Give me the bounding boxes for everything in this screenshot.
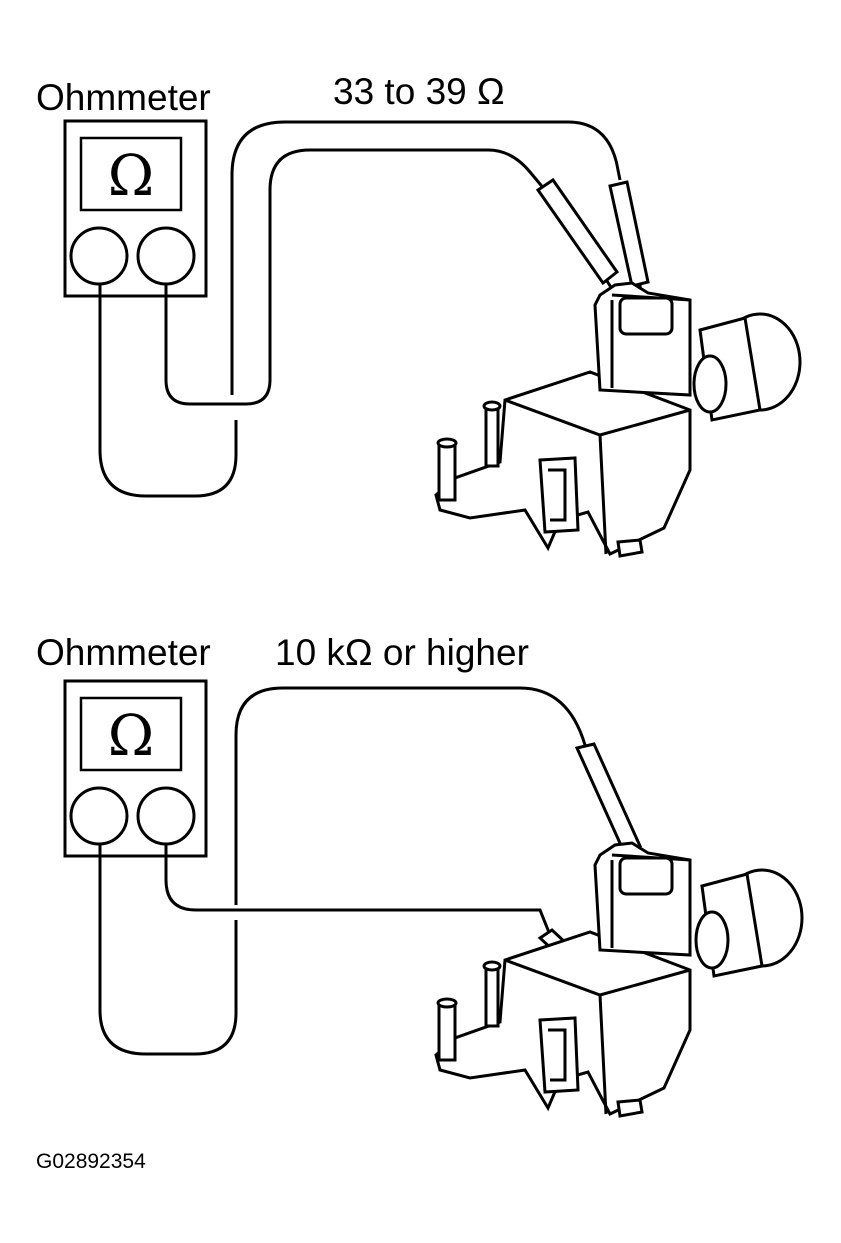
omega-symbol-1: Ω <box>108 144 154 209</box>
test-leads-2 <box>98 686 587 1056</box>
diagram-2: Ω <box>63 679 804 1118</box>
meter-terminal-left-1 <box>69 226 129 286</box>
vacuum-switching-valve-2 <box>434 841 804 1118</box>
ohmmeter-label-1: Ohmmeter <box>36 77 211 118</box>
vacuum-switching-valve-1 <box>434 281 802 558</box>
meter-terminal-right-1 <box>136 226 196 286</box>
ohmmeter-label-2: Ohmmeter <box>36 632 211 673</box>
omega-symbol-2: Ω <box>108 704 154 769</box>
ohmmeter-2 <box>63 679 208 858</box>
reading-label-2: 10 kΩ or higher <box>275 632 529 673</box>
figure-code: G02892354 <box>36 1150 146 1173</box>
test-leads-1 <box>98 120 622 498</box>
meter-terminal-right-2 <box>136 786 196 846</box>
reading-label-1: 33 to 39 Ω <box>333 71 505 112</box>
diagram-1: Ω <box>63 119 802 558</box>
probes-1 <box>535 177 650 326</box>
ohmmeter-1 <box>63 119 208 298</box>
meter-terminal-left-2 <box>69 786 129 846</box>
